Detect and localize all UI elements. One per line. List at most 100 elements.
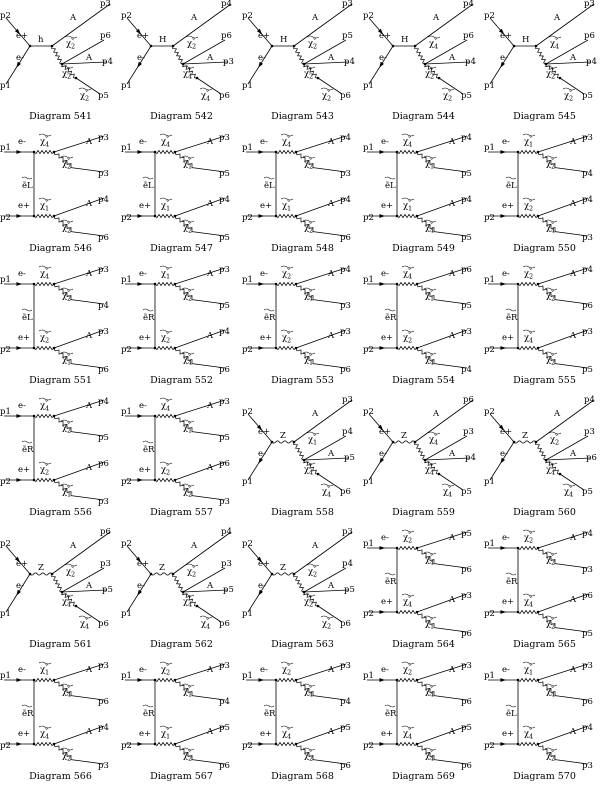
bottom-out <box>436 231 468 237</box>
tilde-mark <box>159 397 173 401</box>
top-out <box>194 695 226 701</box>
label: p4 <box>582 169 593 179</box>
label: p5 <box>582 91 593 101</box>
tilde-mark <box>280 265 294 269</box>
tilde-mark <box>181 351 195 355</box>
label: e- <box>18 137 26 147</box>
tilde-mark <box>544 287 558 291</box>
label: p3 <box>582 133 593 143</box>
arrow-head <box>379 346 386 350</box>
chi-superscript: ° <box>71 37 74 45</box>
vertex <box>173 414 177 418</box>
vertex <box>74 604 78 608</box>
label: p6 <box>219 619 230 629</box>
chi-letter: χ <box>425 555 430 565</box>
arrow-head <box>258 457 263 464</box>
neutralino-line <box>275 345 297 351</box>
label: A <box>327 665 335 675</box>
chi-letter: χ <box>66 567 71 577</box>
tilde-mark <box>522 593 536 597</box>
photon-bottom <box>537 329 589 349</box>
tilde-mark <box>78 87 92 91</box>
chi-superscript: ° <box>327 617 330 625</box>
tilde-mark <box>60 351 74 355</box>
label: p5 <box>461 723 472 733</box>
neutralino-line <box>537 743 559 761</box>
chi-subscript: 4 <box>529 337 533 345</box>
arrow-head <box>258 589 263 596</box>
label: p3 <box>340 327 351 337</box>
tilde-mark <box>401 197 415 201</box>
label: A <box>569 199 577 209</box>
selectron-label: ẽL <box>506 708 517 719</box>
neutralino-line <box>414 45 426 65</box>
chi-subscript: 2 <box>188 227 192 235</box>
chi-subscript: 2 <box>551 163 555 171</box>
chi-subscript: 2 <box>309 755 313 763</box>
chi-superscript: ° <box>192 565 195 573</box>
tilde-mark <box>423 615 437 619</box>
chi-letter: χ <box>282 269 287 279</box>
chi-superscript: ° <box>287 331 290 339</box>
tilde-mark <box>159 197 173 201</box>
tilde-mark <box>401 265 415 269</box>
label: p2 <box>242 539 253 549</box>
chi-subscript: 1 <box>188 163 192 171</box>
vertex <box>536 678 540 682</box>
tilde-mark <box>302 219 316 223</box>
diagram-caption: Diagram 550 <box>513 243 576 254</box>
neutralino-decay <box>61 567 105 593</box>
top-out <box>73 431 105 437</box>
chi-letter: χ <box>322 91 327 101</box>
top-out <box>557 695 589 701</box>
arrow-head <box>500 346 507 350</box>
chi-superscript: ° <box>430 685 433 693</box>
tilde-mark <box>522 133 536 137</box>
label: p3 <box>582 327 593 337</box>
chi-subscript: 1 <box>188 691 192 699</box>
tilde-mark <box>21 440 33 444</box>
label: p5 <box>582 629 593 639</box>
chi-subscript: 1 <box>166 733 170 741</box>
label: p5 <box>223 585 234 595</box>
vertex <box>52 414 56 418</box>
chi-subscript: 4 <box>45 405 49 413</box>
chi-superscript: ° <box>188 353 191 361</box>
label: p5 <box>98 433 109 443</box>
chi-subscript: 1 <box>188 427 192 435</box>
neutralino-line <box>174 415 196 433</box>
tilde-mark <box>423 287 437 291</box>
selectron-label: ẽL <box>264 180 275 191</box>
label: p5 <box>340 723 351 733</box>
tilde-mark <box>544 615 558 619</box>
label: A <box>327 53 335 63</box>
label: A <box>327 331 335 341</box>
propagator-label: H <box>159 35 166 45</box>
vertex <box>173 742 177 746</box>
chi-subscript: 4 <box>45 141 49 149</box>
photon-line-A1 <box>51 3 111 47</box>
neutralino-line <box>295 347 317 365</box>
label: A <box>206 463 214 473</box>
vertex <box>536 742 540 746</box>
chi-superscript: ° <box>313 37 316 45</box>
chi-superscript: ° <box>188 749 191 757</box>
